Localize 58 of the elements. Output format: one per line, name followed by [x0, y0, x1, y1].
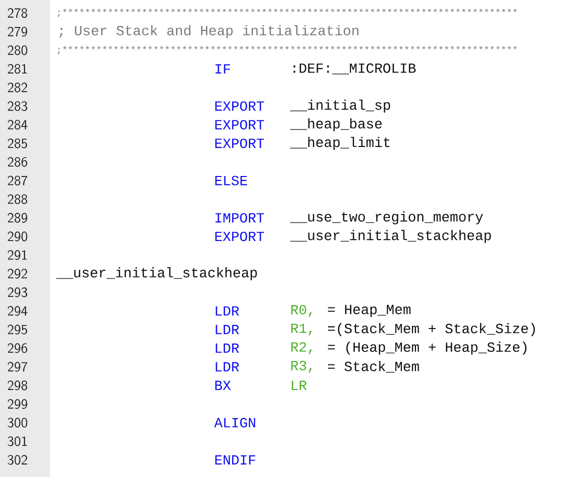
comment-rule: ;******************************************************************************** [58, 46, 517, 55]
line-number: 290 [8, 232, 28, 242]
line-number: 281 [8, 64, 27, 74]
code-operand: =(Stack_Mem + Stack_Size) [328, 323, 535, 336]
register-name: LR [292, 380, 307, 390]
code-operand: __heap_limit [290, 136, 390, 150]
code-keyword: ALIGN [214, 418, 256, 428]
code-keyword: EXPORT [215, 120, 264, 130]
line-number: 293 [8, 287, 28, 298]
code-operand: = (Heap_Mem + Heap_Size) [328, 342, 526, 355]
line-number: 280 [8, 45, 28, 56]
code-operand: :DEF:__MICROLIB [294, 63, 416, 74]
line-number: 284 [8, 120, 28, 130]
code-keyword: IF [216, 64, 230, 74]
line-number: 285 [8, 138, 28, 148]
line-number: 282 [8, 82, 28, 92]
line-number: 301 [8, 436, 27, 446]
code-operand: __heap_base [290, 118, 382, 132]
register-name: R2, [291, 342, 312, 354]
code-keyword: LDR [216, 362, 240, 372]
code-operand: = Heap_Mem [328, 304, 410, 317]
code-keyword: LDR [216, 306, 240, 316]
code-keyword: ENDIF [215, 455, 256, 464]
line-number: 278 [8, 8, 28, 18]
line-number: 302 [8, 455, 28, 465]
line-number: 283 [8, 101, 28, 111]
code-keyword: ELSE [215, 176, 248, 186]
line-number: 294 [8, 306, 28, 316]
code-label: __user_initial_stackheap [56, 267, 257, 280]
line-number: 279 [8, 26, 28, 36]
register-name: R0, [291, 305, 312, 317]
code-operand: __user_initial_stackheap [290, 230, 491, 243]
code-keyword: LDR [216, 324, 240, 334]
code-keyword: EXPORT [215, 138, 264, 148]
line-number: 291 [8, 250, 27, 260]
line-number: 288 [8, 194, 28, 204]
line-number: 289 [8, 212, 28, 223]
register-name: R1, [291, 324, 312, 336]
line-number: 287 [8, 176, 28, 186]
line-number: 286 [8, 157, 28, 167]
code-keyword: LDR [216, 344, 240, 353]
line-number: 292 [8, 268, 28, 279]
code-keyword: EXPORT [215, 232, 264, 242]
comment-rule: ;******************************************************************************** [58, 8, 517, 18]
code-keyword: BX [215, 380, 231, 390]
line-number: 298 [8, 380, 28, 390]
code-keyword: EXPORT [215, 101, 264, 111]
code-keyword: IMPORT [216, 213, 264, 223]
line-number: 296 [8, 343, 28, 354]
code-operand: __use_two_region_memory [290, 211, 483, 224]
code-operand: __initial_sp [290, 100, 390, 113]
register-name: R3, [291, 360, 312, 373]
code-operand: = Stack_Mem [328, 360, 419, 373]
line-number: 297 [8, 362, 28, 372]
code-comment: ; User Stack and Heap initialization [60, 25, 358, 38]
line-number: 299 [8, 399, 28, 409]
line-number: 300 [8, 418, 28, 428]
line-number: 295 [8, 324, 28, 334]
